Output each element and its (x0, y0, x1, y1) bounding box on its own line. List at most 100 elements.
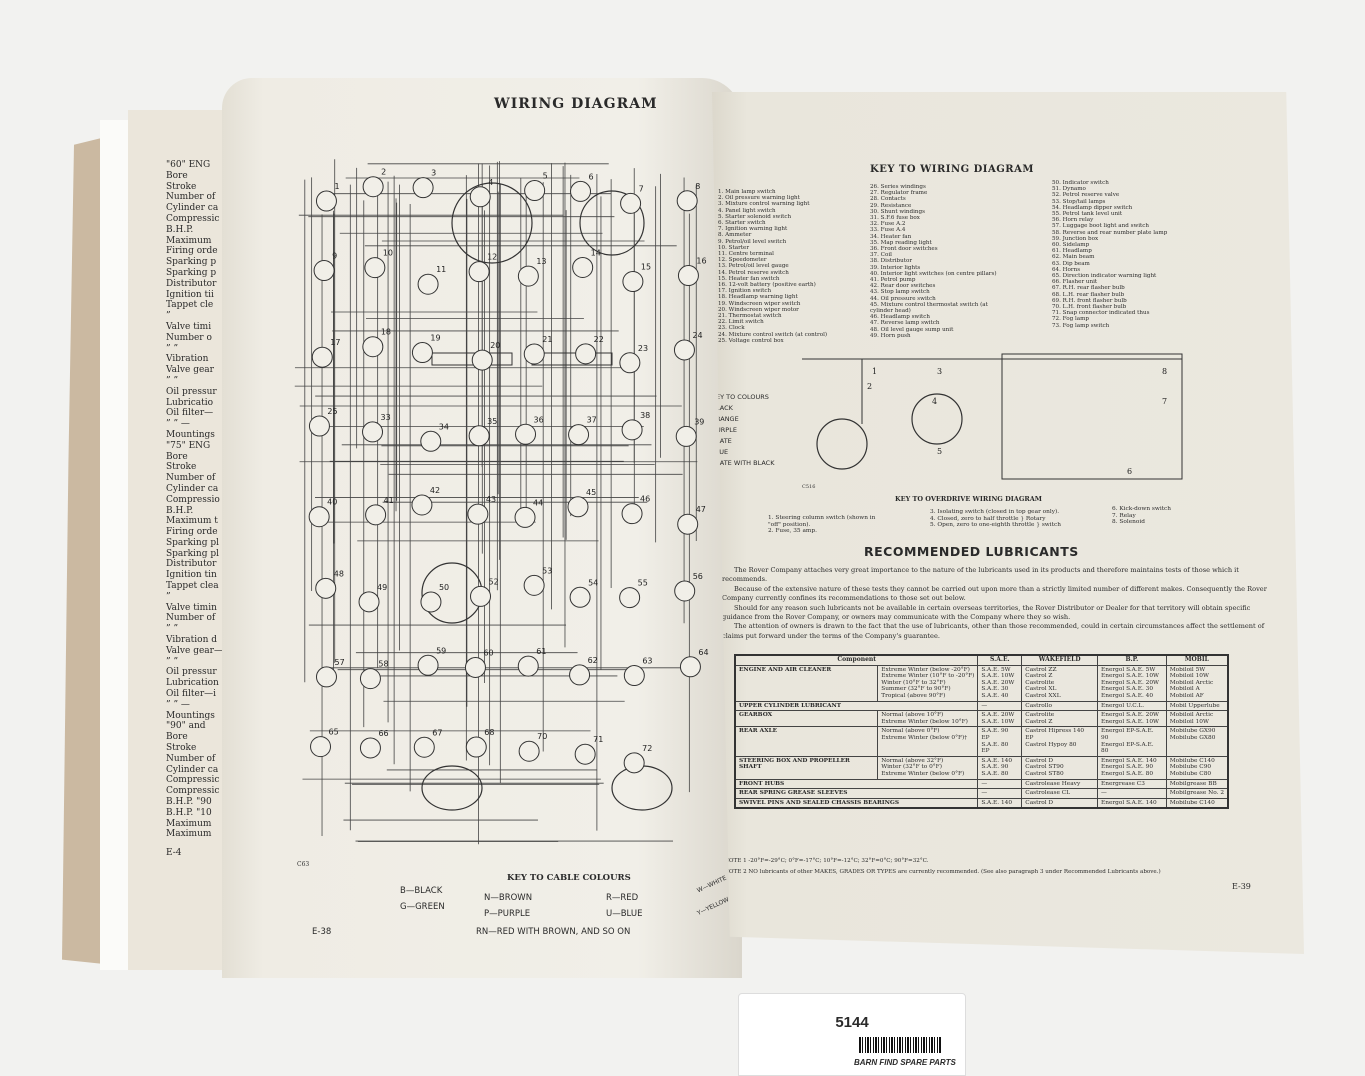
component-symbol (465, 736, 487, 758)
component-symbol (675, 425, 697, 447)
table-cell: UPPER CYLINDER LUBRICANT (734, 700, 979, 712)
component-number: 47 (696, 505, 706, 514)
overdrive-key-item: 5. Open, zero to one-eighth throttle } s… (930, 522, 1061, 528)
spec-line: "90" and (166, 721, 206, 732)
spec-line: Firing orde (166, 527, 218, 538)
component-symbol (467, 503, 489, 525)
component-symbol (469, 186, 491, 208)
key-item: 24. Mixture control switch (at control) (718, 331, 828, 338)
overdrive-number: 3 (937, 367, 942, 376)
key-item: 65. Direction indicator warning light (1052, 273, 1157, 280)
spec-line: Number o (166, 332, 212, 343)
component-symbol (468, 261, 490, 283)
paragraph: Because of the extensive nature of these… (722, 584, 1267, 603)
spec-line: Maximum t (166, 516, 218, 527)
overdrive-key-column: 1. Steering column switch (shown in"off"… (768, 515, 875, 535)
spec-line: "75" ENG (166, 440, 211, 451)
key-item: 67. R.H. rear flasher bulb (1052, 285, 1125, 292)
component-symbol (514, 506, 536, 528)
spec-line: ” ” (166, 656, 179, 667)
table-cell: — (1097, 788, 1167, 799)
note-2: NOTE 2 NO lubricants of other MAKES, GRA… (724, 869, 1161, 875)
spec-line: ” ” (166, 343, 179, 354)
key-item: 54. Headlamp dipper switch (1052, 204, 1133, 211)
cable-colour: U—BLUE (606, 909, 643, 919)
lubricants-intro: The Rover Company attaches very great im… (722, 566, 1277, 641)
spec-line: Bore (166, 170, 188, 181)
component-symbol (677, 265, 699, 287)
component-symbol (315, 577, 337, 599)
spec-line: B.H.P. "10 (166, 807, 212, 818)
colour-key-item: EY TO COLOURS (716, 393, 769, 401)
key-item: 43. Stop lamp switch (870, 289, 930, 296)
key-item: cylinder head) (870, 308, 911, 315)
component-symbol (365, 504, 387, 526)
component-symbol (468, 425, 490, 447)
component-symbol (411, 494, 433, 516)
overdrive-key-item: "off" position). (768, 521, 811, 528)
spec-line: Sparking pl (166, 537, 219, 548)
colour-key-item: LATE (716, 437, 732, 445)
spec-line: ” ” — (166, 419, 190, 430)
table-cell: ENGINE AND AIR CLEANER (734, 664, 879, 702)
key-item: 71. Snap connector indicated thus (1052, 310, 1150, 317)
key-item: 15. Heater fan switch (718, 275, 780, 282)
component-number: 62 (588, 656, 598, 665)
component-number: 38 (640, 411, 650, 420)
component-symbol (623, 752, 645, 774)
page-title: WIRING DIAGRAM (494, 96, 658, 112)
colour-key-item: LUE (716, 448, 729, 456)
component-symbol (623, 665, 645, 687)
left-page-number: E-4 (166, 848, 182, 859)
component-symbol (619, 587, 641, 609)
component-symbol (471, 349, 493, 371)
component-number: 35 (487, 417, 497, 426)
key-item: 37. Coil (870, 252, 892, 259)
key-item: 29. Resistance (870, 202, 912, 209)
overdrive-number: 6 (1127, 467, 1132, 476)
spec-line: Valve timi (166, 321, 212, 332)
component-number: 65 (329, 728, 339, 737)
table-cell: Extreme Winter (below -20°F)Extreme Wint… (877, 664, 979, 702)
key-item: 33. Fuse A.4 (870, 227, 906, 234)
component-number: 46 (640, 495, 650, 504)
spec-line: Firing orde (166, 246, 218, 257)
component-symbol (362, 421, 384, 443)
component-symbol (569, 586, 591, 608)
key-item: 13. Petrol/oil level gauge (718, 263, 789, 270)
key-item: 35. Map reading light (870, 239, 932, 246)
spec-line: Sparking p (166, 257, 217, 268)
spec-line: Lubricatio (166, 397, 214, 408)
component-number: 41 (384, 496, 394, 505)
component-number: 21 (542, 335, 552, 344)
note-1: NOTE 1 -20°F=-29°C; 0°F=-17°C; 10°F=-12°… (724, 858, 929, 864)
overdrive-number: 4 (932, 397, 937, 406)
spec-line: ” (166, 311, 171, 322)
component-number: 56 (693, 572, 703, 581)
component-number: 7 (639, 184, 644, 193)
component-symbol (523, 343, 545, 365)
spec-line: Tappet cle (166, 300, 214, 311)
component-number: 34 (439, 422, 449, 431)
cable-colour: N—BROWN (484, 893, 533, 903)
component-number: 4 (488, 178, 493, 187)
component-symbol (359, 737, 381, 759)
component-symbol (412, 177, 434, 199)
overdrive-key-item: 1. Steering column switch (shown in (768, 515, 876, 521)
cable-colour: P—PURPLE (484, 909, 531, 919)
component-symbol (358, 591, 380, 613)
spec-line: Ignition tii (166, 289, 214, 300)
